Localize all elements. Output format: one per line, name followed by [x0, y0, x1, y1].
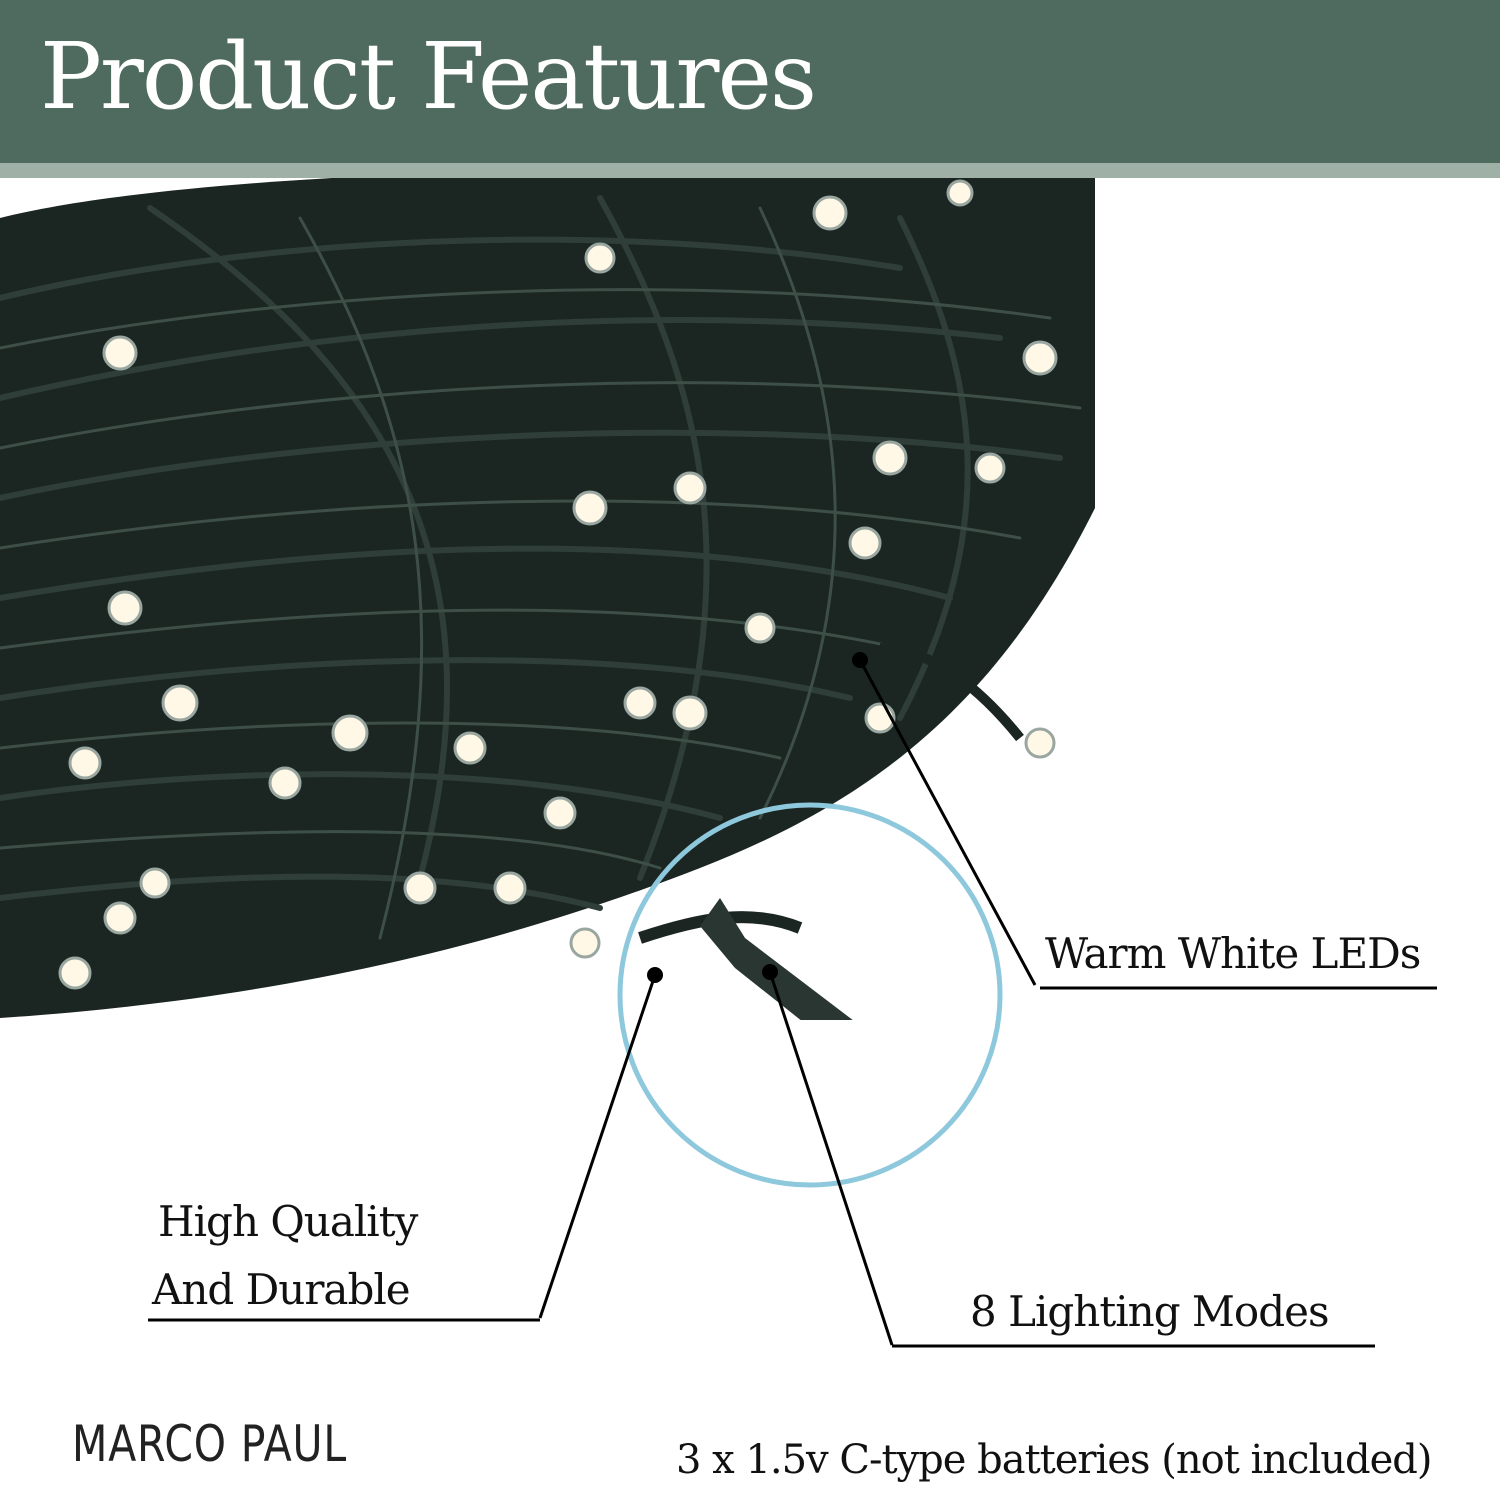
callout-dot-modes: [762, 964, 778, 980]
callout-dot-leds: [852, 652, 868, 668]
callout-warm-white-leds: Warm White LEDs: [1045, 929, 1421, 978]
header-bar: [0, 0, 1500, 163]
callout-dot-durable: [647, 967, 663, 983]
product-photo: [0, 178, 1095, 1020]
callout-lighting-modes: 8 Lighting Modes: [970, 1287, 1330, 1336]
callout-and-durable: And Durable: [152, 1265, 411, 1314]
battery-footnote: 3 x 1.5v C-type batteries (not included): [676, 1437, 1432, 1483]
page-title: Product Features: [40, 23, 817, 130]
brand-logo: MARCO PAUL: [72, 1415, 348, 1473]
header-accent-line: [0, 163, 1500, 178]
callout-high-quality: High Quality: [158, 1197, 418, 1246]
highlight-circle: [617, 802, 1003, 1188]
